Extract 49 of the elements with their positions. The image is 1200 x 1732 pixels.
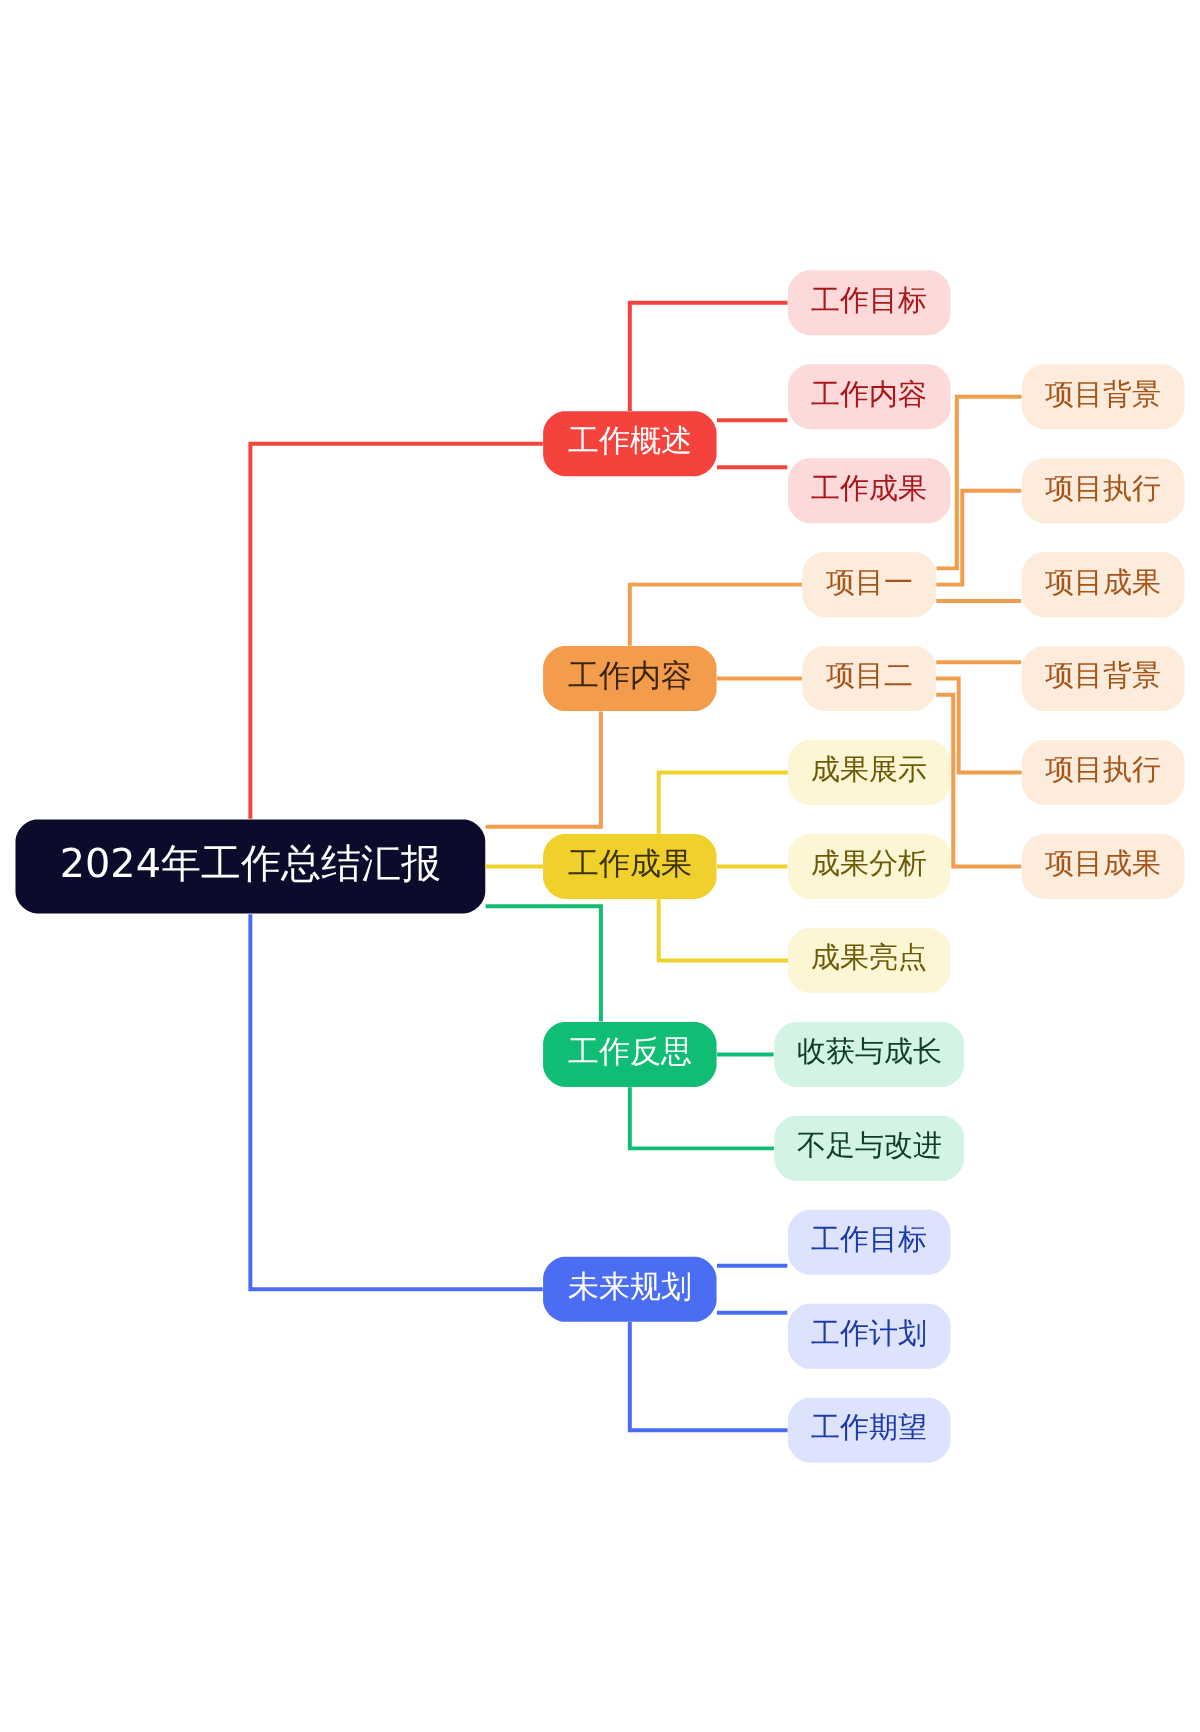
node-box: 成果亮点 xyxy=(787,927,951,993)
connector xyxy=(716,1051,774,1056)
connector xyxy=(936,676,1022,775)
node-box: 工作反思 xyxy=(543,1021,717,1087)
node-box: 项目二 xyxy=(802,645,937,711)
node-box: 工作成果 xyxy=(787,457,951,523)
connector xyxy=(248,441,543,819)
connector xyxy=(716,864,788,868)
connector xyxy=(936,659,1022,664)
connector xyxy=(716,1310,788,1315)
node-box: 工作内容 xyxy=(543,645,717,711)
connector xyxy=(627,582,802,646)
connector xyxy=(627,1086,774,1150)
node-box: 项目背景 xyxy=(1021,363,1185,429)
node-box: 项目成果 xyxy=(1021,833,1185,899)
connector xyxy=(716,1263,788,1268)
connector xyxy=(936,598,1022,603)
connector xyxy=(936,488,1022,587)
node-box: 工作概述 xyxy=(543,410,717,476)
connector xyxy=(716,676,803,681)
node-box: 项目执行 xyxy=(1021,457,1185,523)
connector xyxy=(716,464,788,469)
node-box: 未来规划 xyxy=(543,1256,717,1322)
node-box: 工作目标 xyxy=(787,1209,951,1275)
connector xyxy=(485,864,543,868)
connector xyxy=(936,394,1022,570)
node-box: 2024年工作总结汇报 xyxy=(15,819,486,913)
node-box: 工作内容 xyxy=(787,363,951,429)
node-box: 成果展示 xyxy=(787,739,951,805)
node-box: 工作期望 xyxy=(787,1397,951,1463)
node-box: 项目成果 xyxy=(1021,551,1185,617)
node-box: 工作目标 xyxy=(787,269,951,335)
connector xyxy=(248,913,543,1291)
connector xyxy=(485,710,603,829)
node-box: 工作成果 xyxy=(543,833,717,899)
connector xyxy=(627,300,788,411)
node-box: 项目执行 xyxy=(1021,739,1185,805)
node-box: 项目一 xyxy=(802,551,937,617)
node-box: 成果分析 xyxy=(787,833,951,899)
node-box: 项目背景 xyxy=(1021,645,1185,711)
connector xyxy=(627,1321,788,1432)
connector xyxy=(656,898,788,962)
connector xyxy=(716,417,788,422)
node-box: 收获与成长 xyxy=(774,1021,965,1087)
node-box: 工作计划 xyxy=(787,1303,951,1369)
node-box: 不足与改进 xyxy=(774,1115,965,1181)
connector xyxy=(656,770,788,834)
connector xyxy=(485,903,603,1022)
connector xyxy=(936,692,1022,868)
